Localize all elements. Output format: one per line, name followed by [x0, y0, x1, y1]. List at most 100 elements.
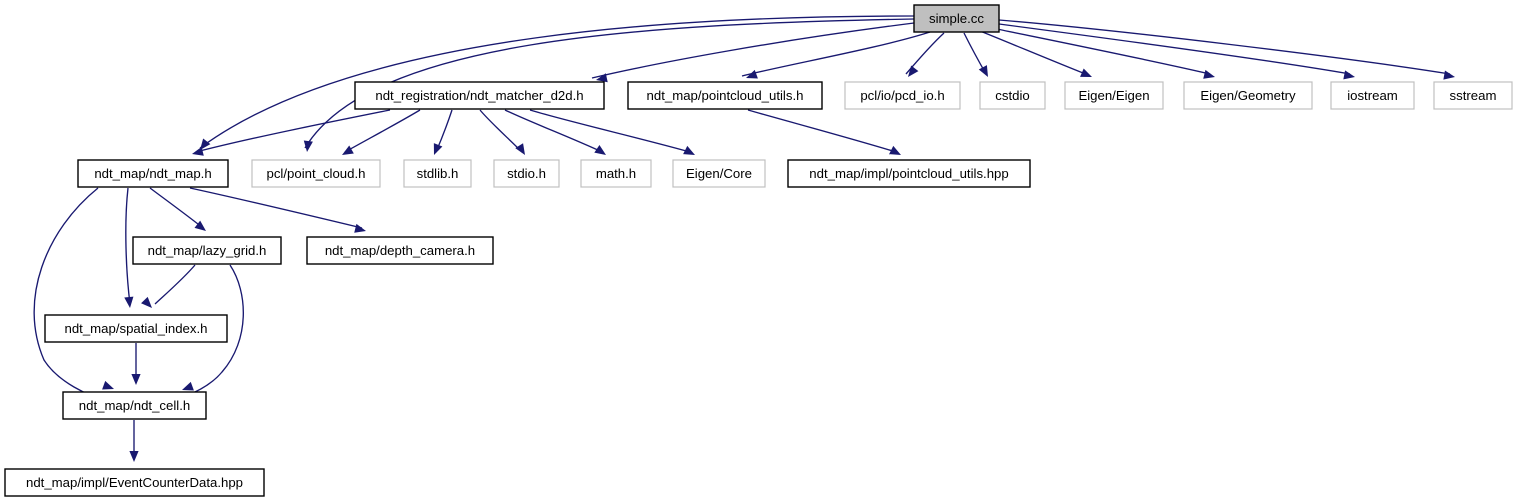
- node-label-math_h: math.h: [596, 166, 636, 181]
- node-box-point_cloud[interactable]: [251, 159, 381, 188]
- edge-lazy_grid-to-ndt_cell: [185, 264, 244, 397]
- arrowhead: [889, 145, 901, 155]
- arrowhead: [433, 143, 443, 155]
- arrowhead: [1080, 68, 1092, 77]
- graph-node-sstream[interactable]: sstream: [1433, 81, 1513, 110]
- edge-ndt_matcher_d2d-to-stdio_h: [479, 109, 523, 153]
- node-box-eigen_eigen[interactable]: [1064, 81, 1164, 110]
- arrowhead-triangle: [141, 296, 152, 308]
- node-label-ndt_map_h: ndt_map/ndt_map.h: [94, 166, 211, 181]
- node-label-eigen_core: Eigen/Core: [686, 166, 752, 181]
- arrowhead-triangle: [342, 145, 354, 155]
- graph-node-lazy_grid[interactable]: ndt_map/lazy_grid.h: [132, 236, 282, 265]
- arrowheads-layer: [102, 65, 1455, 462]
- node-label-ndt_matcher_d2d: ndt_registration/ndt_matcher_d2d.h: [375, 88, 583, 103]
- node-box-iostream[interactable]: [1330, 81, 1415, 110]
- node-label-ndt_cell: ndt_map/ndt_cell.h: [79, 398, 190, 413]
- node-label-stdio_h: stdio.h: [507, 166, 546, 181]
- graph-node-spatial_index[interactable]: ndt_map/spatial_index.h: [44, 314, 228, 343]
- arrowhead: [129, 451, 139, 462]
- edge-ndt_matcher_d2d-to-ndt_map_h: [195, 109, 391, 153]
- edge-simple_cc-to-eigen_geometry: [991, 27, 1211, 75]
- graph-node-eigen_geometry[interactable]: Eigen/Geometry: [1183, 81, 1313, 110]
- arrowhead-triangle: [1343, 70, 1355, 80]
- node-box-ndt_map_h[interactable]: [77, 159, 229, 188]
- arrowhead-triangle: [596, 73, 608, 83]
- graph-node-simple_cc[interactable]: simple.cc: [913, 4, 1000, 33]
- node-box-cstdio[interactable]: [979, 81, 1046, 110]
- node-label-pcd_io: pcl/io/pcd_io.h: [860, 88, 944, 103]
- arrowhead-triangle: [683, 145, 695, 155]
- graph-node-pointcloud_utils_h[interactable]: ndt_map/pointcloud_utils.h: [627, 81, 823, 110]
- node-box-pcd_io[interactable]: [844, 81, 961, 110]
- graph-node-eigen_core[interactable]: Eigen/Core: [672, 159, 766, 188]
- graph-node-cstdio[interactable]: cstdio: [979, 81, 1046, 110]
- node-label-spatial_index: ndt_map/spatial_index.h: [65, 321, 208, 336]
- arrowhead: [182, 381, 194, 391]
- edge-simple_cc-to-pointcloud_utils_h: [741, 31, 931, 77]
- arrowhead-triangle: [515, 143, 525, 155]
- node-box-depth_camera[interactable]: [306, 236, 494, 265]
- graph-node-iostream[interactable]: iostream: [1330, 81, 1415, 110]
- graph-node-stdio_h[interactable]: stdio.h: [493, 159, 560, 188]
- arrowhead-triangle: [1203, 69, 1215, 79]
- edge-ndt_map_h-to-ndt_cell: [33, 187, 111, 403]
- arrowhead-triangle: [594, 145, 606, 155]
- graph-node-stdlib_h[interactable]: stdlib.h: [403, 159, 472, 188]
- node-box-event_counter_data[interactable]: [4, 468, 265, 497]
- arrowhead-triangle: [131, 374, 141, 385]
- graph-node-ndt_matcher_d2d[interactable]: ndt_registration/ndt_matcher_d2d.h: [354, 81, 605, 110]
- arrowhead: [124, 296, 134, 308]
- arrowhead-triangle: [303, 140, 313, 152]
- arrowhead: [596, 73, 608, 83]
- node-box-eigen_core[interactable]: [672, 159, 766, 188]
- graph-node-ndt_cell[interactable]: ndt_map/ndt_cell.h: [62, 391, 207, 420]
- node-box-sstream[interactable]: [1433, 81, 1513, 110]
- arrowhead-triangle: [354, 223, 366, 233]
- edge-ndt_map_h-to-spatial_index: [125, 187, 131, 305]
- graph-node-math_h[interactable]: math.h: [580, 159, 652, 188]
- graph-node-eigen_eigen[interactable]: Eigen/Eigen: [1064, 81, 1164, 110]
- edge-simple_cc-to-ndt_matcher_d2d: [591, 22, 915, 79]
- arrowhead-triangle: [129, 451, 139, 462]
- graph-node-pcd_io[interactable]: pcl/io/pcd_io.h: [844, 81, 961, 110]
- node-box-spatial_index[interactable]: [44, 314, 228, 343]
- node-box-lazy_grid[interactable]: [132, 236, 282, 265]
- nodes-layer: simple.cc ndt_registration/ndt_matcher_d2…: [4, 4, 1513, 497]
- arrowhead: [131, 374, 141, 385]
- node-box-math_h[interactable]: [580, 159, 652, 188]
- arrowhead: [515, 143, 525, 155]
- graph-node-pointcloud_utils_hpp[interactable]: ndt_map/impl/pointcloud_utils.hpp: [787, 159, 1031, 188]
- arrowhead: [1343, 70, 1355, 80]
- arrowhead-triangle: [433, 143, 443, 155]
- node-box-stdio_h[interactable]: [493, 159, 560, 188]
- node-label-lazy_grid: ndt_map/lazy_grid.h: [148, 243, 267, 258]
- arrowhead-triangle: [889, 145, 901, 155]
- node-box-stdlib_h[interactable]: [403, 159, 472, 188]
- node-box-ndt_matcher_d2d[interactable]: [354, 81, 605, 110]
- node-box-simple_cc[interactable]: [913, 4, 1000, 33]
- arrowhead-triangle: [978, 65, 988, 77]
- arrowhead-triangle: [182, 381, 194, 391]
- graph-node-event_counter_data[interactable]: ndt_map/impl/EventCounterData.hpp: [4, 468, 265, 497]
- arrowhead-triangle: [200, 138, 211, 150]
- edge-lazy_grid-to-spatial_index: [154, 264, 196, 305]
- node-box-pointcloud_utils_h[interactable]: [627, 81, 823, 110]
- node-box-pointcloud_utils_hpp[interactable]: [787, 159, 1031, 188]
- node-box-ndt_cell[interactable]: [62, 391, 207, 420]
- graph-node-point_cloud[interactable]: pcl/point_cloud.h: [251, 159, 381, 188]
- arrowhead-triangle: [102, 380, 114, 390]
- arrowhead: [683, 145, 695, 155]
- node-label-cstdio: cstdio: [995, 88, 1029, 103]
- graph-node-depth_camera[interactable]: ndt_map/depth_camera.h: [306, 236, 494, 265]
- edge-simple_cc-to-point_cloud: [304, 18, 915, 149]
- node-box-eigen_geometry[interactable]: [1183, 81, 1313, 110]
- arrowhead-triangle: [192, 146, 204, 156]
- edge-ndt_matcher_d2d-to-math_h: [504, 109, 603, 153]
- edge-simple_cc-to-ndt_map_h: [199, 15, 915, 149]
- edge-ndt_matcher_d2d-to-point_cloud: [344, 109, 421, 153]
- arrowhead: [1203, 69, 1215, 79]
- node-label-simple_cc: simple.cc: [929, 11, 984, 26]
- graph-node-ndt_map_h[interactable]: ndt_map/ndt_map.h: [77, 159, 229, 188]
